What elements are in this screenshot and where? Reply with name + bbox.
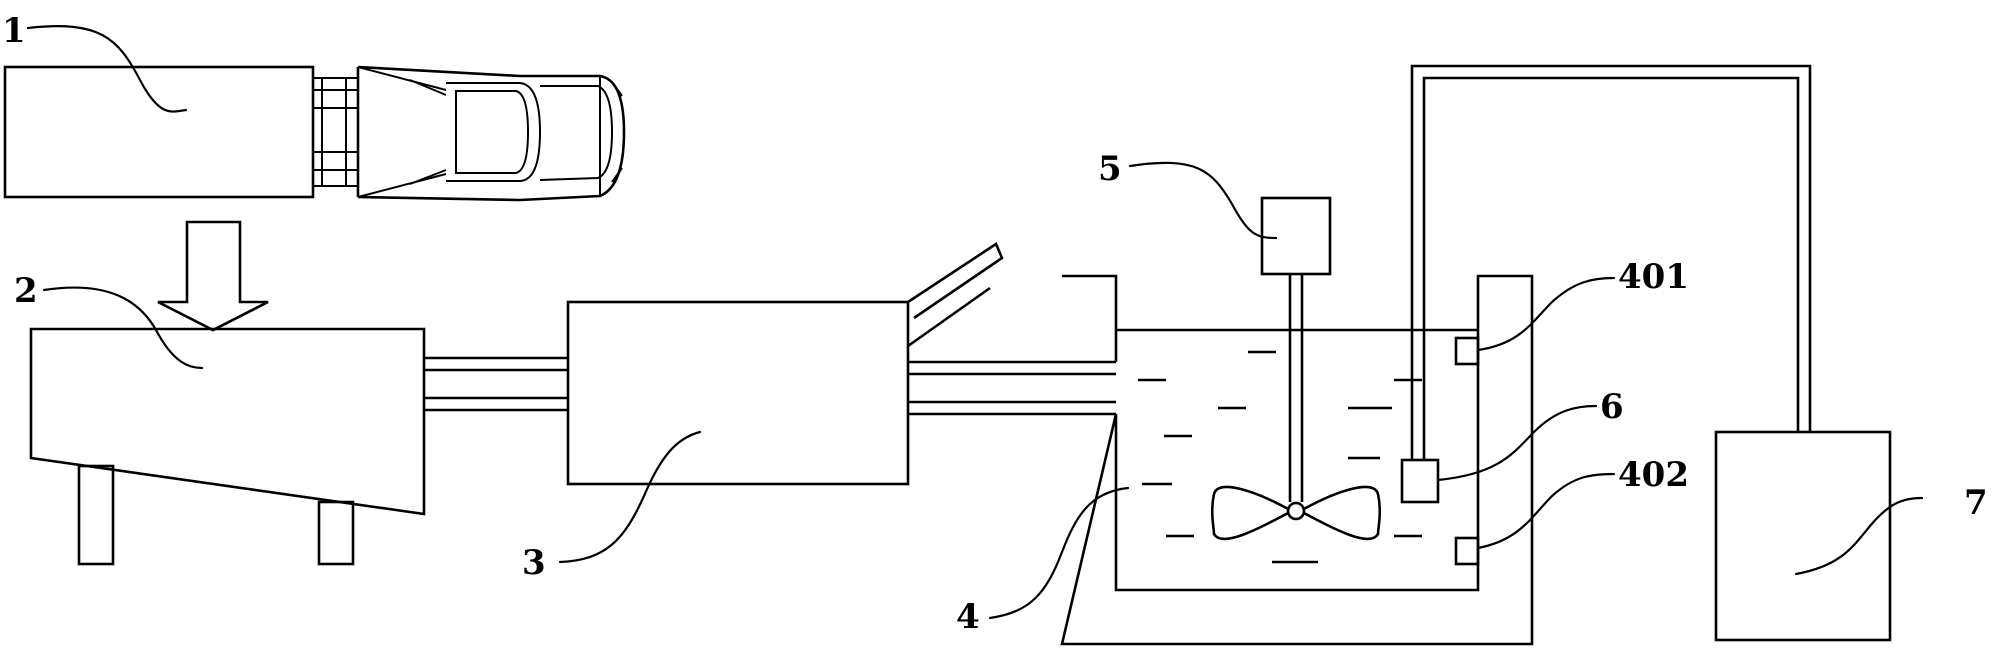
feed-arrow [157,220,269,332]
mixing-tank [1060,274,1534,646]
leader-401 [1476,276,1616,352]
truck-hitch [313,77,358,187]
agitator [1210,196,1382,541]
agitator-blade-right [1301,485,1382,541]
label-6: 6 [1600,387,1624,427]
probe-6 [1400,458,1440,504]
leader-6 [1436,404,1598,482]
crusher-body [566,300,910,486]
truck-cab [356,65,626,202]
hopper-body [29,327,426,516]
label-1: 1 [2,11,26,51]
probe-frame-outer [1410,64,1812,460]
leader-7 [1794,496,1924,576]
agitator-hub [1286,501,1306,521]
controller-box [1714,430,1892,642]
liquid-surface-dashes [1138,350,1422,564]
leader-3 [558,430,702,564]
crusher [566,242,1004,486]
probe-frame-inner [1422,76,1800,460]
leader-5 [1128,161,1278,240]
leader-402 [1476,472,1616,550]
tank-outer-wall [1060,274,1534,646]
label-7: 7 [1964,483,1988,523]
hopper-leg-right [317,500,355,566]
conveyor-pipe-1 [424,356,568,412]
leader-1 [26,25,188,113]
label-5: 5 [1098,149,1122,189]
leader-2 [42,286,204,370]
sensor-401 [1454,336,1480,366]
probe-assembly [1400,64,1812,504]
label-402: 402 [1618,455,1689,495]
hopper-leg-left [77,464,115,566]
leader-4 [988,486,1130,620]
agitator-blade-left [1210,485,1291,541]
truck [3,65,626,202]
crusher-chute [907,242,1004,320]
label-401: 401 [1618,257,1689,297]
feeder-hopper [29,327,426,566]
agitator-motor [1260,196,1332,276]
sensor-402 [1454,536,1480,566]
truck-cargo-box [3,65,315,199]
label-2: 2 [14,271,38,311]
label-3: 3 [522,543,546,583]
conveyor-pipe-2 [908,360,1116,416]
label-4: 4 [956,597,980,637]
